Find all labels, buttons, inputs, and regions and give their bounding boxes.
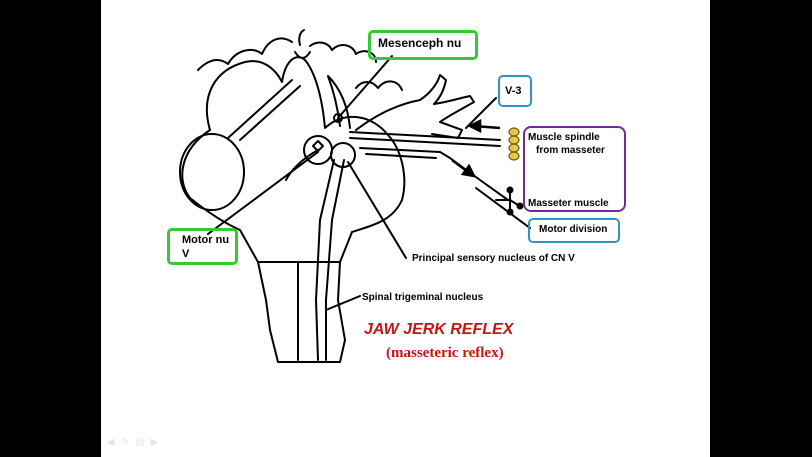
mesenceph-label: Mesenceph nu [378, 36, 462, 50]
sensory-fiber [349, 131, 501, 147]
sensory-nucleus-circle [330, 142, 356, 168]
masseter-end [495, 189, 519, 213]
motor-fiber [359, 147, 509, 201]
spindle-label-2: from masseter [536, 145, 605, 156]
motor-nu-label-1: Motor nu [182, 234, 230, 246]
principal-sensory-label: Principal sensory nucleus of CN V [412, 253, 575, 264]
motor-nu-box [167, 228, 238, 265]
motor-division-label: Motor division [539, 224, 608, 235]
leader-mesenceph [337, 55, 393, 119]
v3-nerve [355, 74, 475, 139]
mesencephalic-tract [327, 75, 351, 129]
spinal-tract [315, 159, 345, 361]
presenter-toolbar: ◀ ✎ ▤ ▶ [107, 437, 158, 451]
muscle-spindle [508, 127, 520, 161]
spindle-label-1: Muscle spindle [528, 132, 600, 143]
fiber-to-motor [285, 149, 319, 181]
motor-division-box [528, 218, 620, 243]
pen-icon[interactable]: ✎ [120, 437, 130, 448]
leader-v3 [465, 97, 497, 129]
spinal-trigeminal-label: Spinal trigeminal nucleus [362, 292, 484, 303]
diagram-subtitle: (masseteric reflex) [386, 345, 504, 361]
slides-icon[interactable]: ▤ [135, 437, 145, 448]
diagram-title: JAW JERK REFLEX [364, 321, 514, 338]
arrow-right-icon[interactable]: ▶ [150, 437, 159, 448]
mesenceph-box [368, 30, 478, 60]
motor-nu-label-2: V [182, 248, 190, 260]
left-oblique-line [227, 79, 293, 139]
v3-label: V-3 [505, 85, 522, 97]
leader-spinal [325, 295, 361, 311]
masseter-label: Masseter muscle [528, 198, 609, 209]
top-outline [197, 37, 293, 71]
arrow-left-icon[interactable]: ◀ [107, 437, 115, 448]
leader-motornu [207, 151, 319, 235]
leader-motordiv [475, 187, 531, 229]
leader-principal [347, 161, 407, 259]
v3-box [498, 75, 532, 107]
left-tubercle [179, 133, 245, 211]
spindle-box [523, 126, 626, 212]
